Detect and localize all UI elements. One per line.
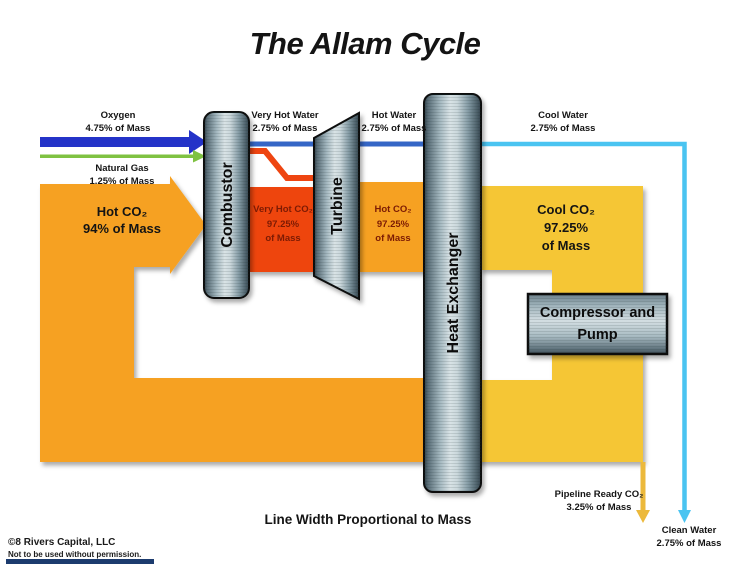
hot-co2-loop-flow xyxy=(40,176,455,462)
copyright-line2: Not to be used without permission. xyxy=(8,550,142,559)
natural-gas-arrow xyxy=(40,150,206,163)
natural-gas-label: Natural Gas 1.25% of Mass xyxy=(89,163,155,187)
heat-exchanger-label: Heat Exchanger xyxy=(445,233,462,354)
footnote: Line Width Proportional to Mass xyxy=(264,512,472,527)
turbine-label: Turbine xyxy=(329,177,346,235)
heat-exchanger-vessel xyxy=(423,93,482,493)
pipeline-co2-arrow xyxy=(636,462,650,523)
hot-co2-label: Hot CO₂ 97.25% of Mass xyxy=(374,204,412,244)
very-hot-water-label: Very Hot Water 2.75% of Mass xyxy=(251,110,319,134)
cool-co2-label: Cool CO₂ 97.25% of Mass xyxy=(537,202,595,253)
hot-co2-flow xyxy=(357,182,426,272)
pipeline-co2-label: Pipeline Ready CO₂ 3.25% of Mass xyxy=(554,489,644,513)
footer-bar xyxy=(6,559,154,564)
turbine-vessel xyxy=(313,111,360,301)
clean-water-arrow xyxy=(678,510,691,523)
oxygen-arrow xyxy=(40,130,207,154)
oxygen-label: Oxygen 4.75% of Mass xyxy=(85,110,151,134)
cool-co2-flow xyxy=(452,186,643,462)
page-title: The Allam Cycle xyxy=(249,26,481,61)
compressor-pump-box xyxy=(526,292,669,356)
compressor-pump-label: Compressor and Pump xyxy=(539,304,656,343)
very-hot-co2-label: Very Hot CO₂ 97.25% of Mass xyxy=(253,204,313,244)
combustor-label: Combustor xyxy=(219,162,236,247)
copyright-line1: ©8 Rivers Capital, LLC xyxy=(8,537,116,548)
cool-water-line xyxy=(480,141,691,523)
very-hot-co2-flow xyxy=(249,148,316,272)
clean-water-label: Clean Water 2.75% of Mass xyxy=(656,525,722,549)
hot-co2-main-label: Hot CO₂ 94% of Mass xyxy=(82,204,162,236)
hot-water-label: Hot Water 2.75% of Mass xyxy=(361,110,427,134)
cool-water-label: Cool Water 2.75% of Mass xyxy=(530,110,596,134)
combustor-vessel xyxy=(203,111,250,299)
